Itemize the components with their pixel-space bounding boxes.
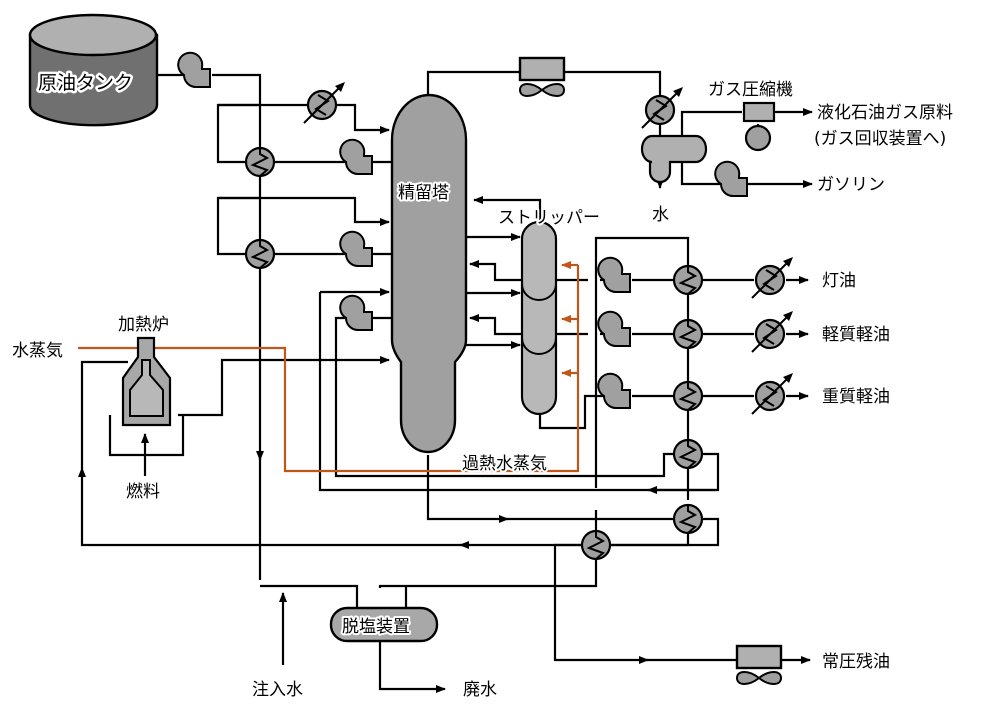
water-label: 水 <box>652 205 669 225</box>
reflux-drum <box>640 134 708 184</box>
desalter <box>329 606 439 643</box>
stripper-label: ストリッパー <box>498 208 600 228</box>
gasoline-label: ガソリン <box>817 175 885 195</box>
atmospheric-residue-label: 常圧残油 <box>822 652 890 672</box>
crude-tank-label: 原油タンク <box>38 72 133 94</box>
lpg-destination-label: (ガス回収装置へ) <box>814 129 946 149</box>
steam-piping <box>78 261 580 473</box>
piping <box>78 70 813 693</box>
distillation-column <box>390 93 468 454</box>
condenser-icon <box>640 85 685 130</box>
reflux-pump-1-icon <box>339 138 373 175</box>
reflux-pump-3-icon <box>339 294 373 331</box>
column-label: 精留塔 <box>398 183 449 203</box>
heat-exchanger-5-icon <box>672 380 704 412</box>
heavy-gas-oil-cooler-icon <box>750 371 795 416</box>
steam-label: 水蒸気 <box>12 341 63 361</box>
kerosene-label: 灯油 <box>822 271 856 291</box>
crude-tank <box>28 13 159 127</box>
overhead-air-cooler-icon <box>518 56 566 98</box>
kerosene-pump-icon <box>597 256 631 293</box>
top-cooler-icon <box>302 80 347 125</box>
kerosene-cooler-icon <box>750 255 795 300</box>
gasoline-pump-icon <box>714 160 748 197</box>
heat-exchanger-2-icon <box>244 238 276 270</box>
heavy-gas-oil-pump-icon <box>597 372 631 409</box>
superheated-steam-label: 過熱水蒸気 <box>462 454 547 474</box>
light-gas-oil-label: 軽質軽油 <box>822 325 890 345</box>
light-gas-oil-cooler-icon <box>750 309 795 354</box>
heat-exchanger-3-icon <box>672 264 704 296</box>
fuel-label: 燃料 <box>126 482 160 502</box>
heat-exchanger-1-icon <box>244 146 276 178</box>
reflux-pump-2-icon <box>339 230 373 267</box>
heat-exchanger-4-icon <box>672 318 704 350</box>
injection-water-label: 注入水 <box>252 680 303 700</box>
furnace-label: 加熱炉 <box>118 315 169 335</box>
gas-compressor-label: ガス圧縮機 <box>708 80 793 100</box>
residue-air-cooler-icon <box>735 644 783 686</box>
gas-compressor <box>742 101 776 152</box>
heavy-gas-oil-label: 重質軽油 <box>822 387 890 407</box>
furnace <box>121 336 172 427</box>
waste-water-label: 廃水 <box>463 680 497 700</box>
heat-exchanger-6-icon <box>672 438 704 470</box>
lpg-label: 液化石油ガス原料 <box>817 103 953 123</box>
heat-exchanger-8-icon <box>580 529 612 561</box>
crude-pump-icon <box>177 51 211 88</box>
stripper <box>520 220 558 416</box>
desalter-label: 脱塩装置 <box>342 617 410 637</box>
light-gas-oil-pump-icon <box>597 310 631 347</box>
heat-exchanger-7-icon <box>672 503 704 535</box>
